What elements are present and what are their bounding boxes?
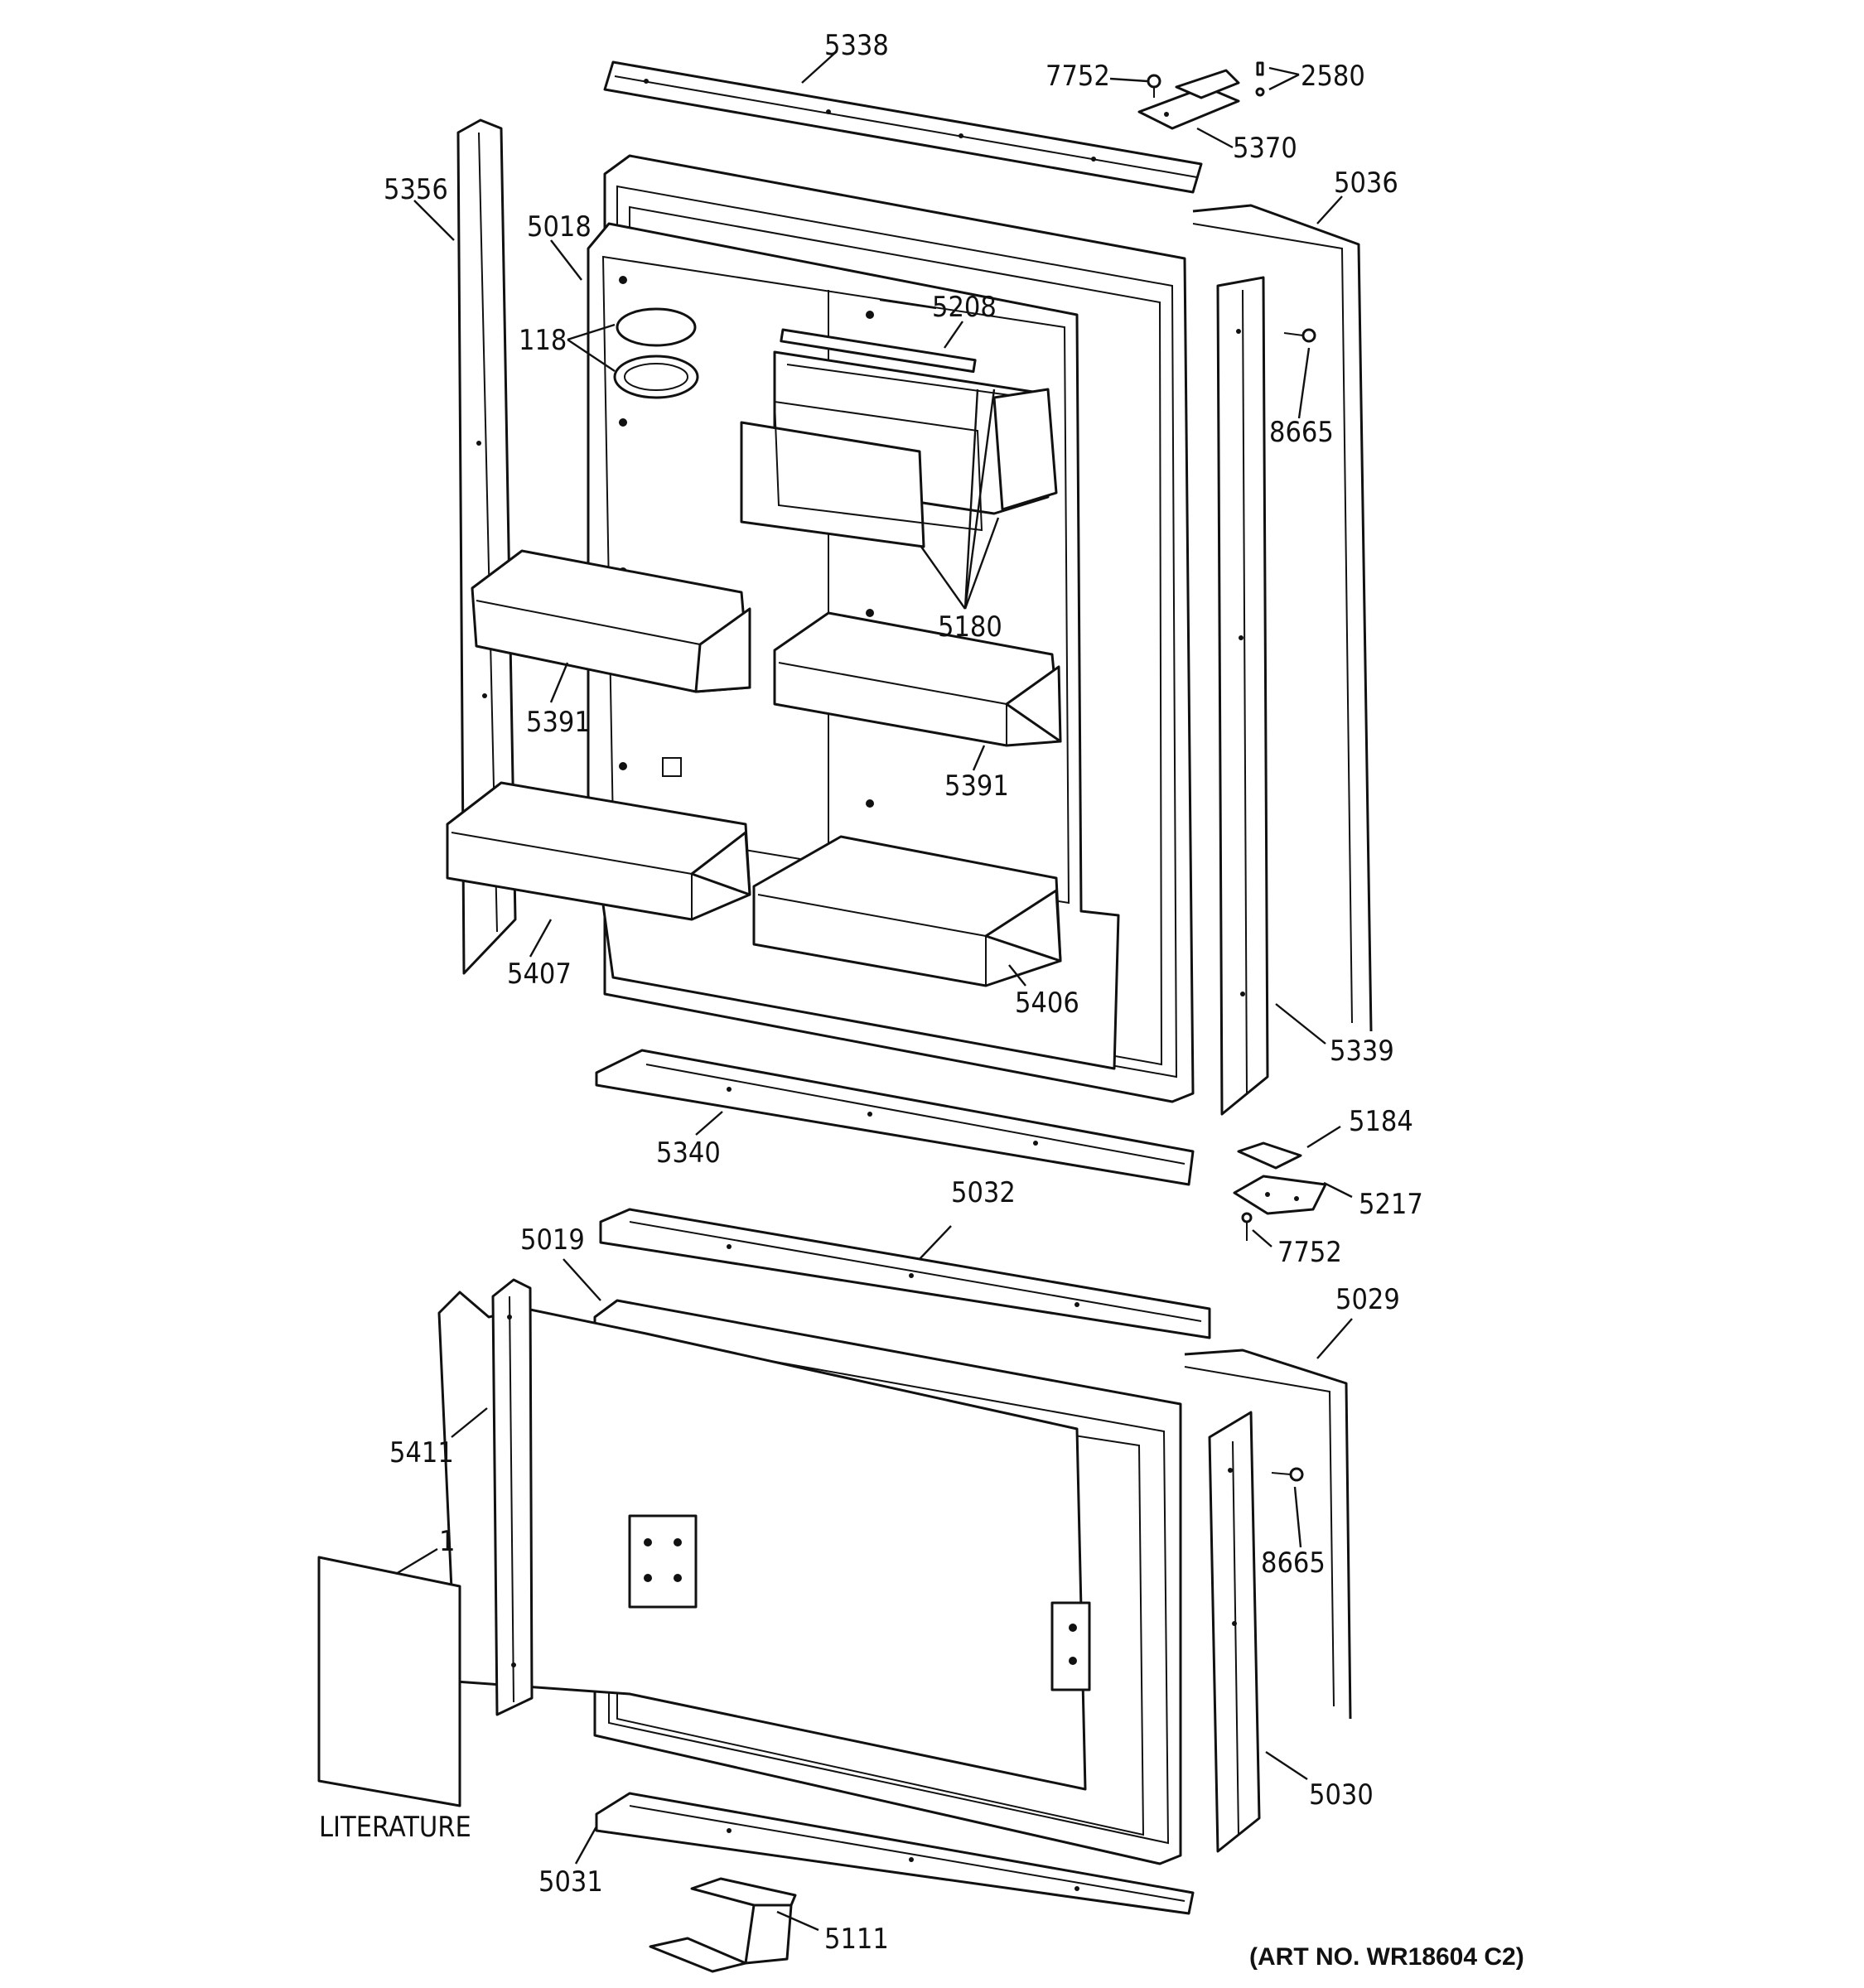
part-labels: 5338 7752 2580 5370 5356 5036 5018 5208 … [319, 29, 1524, 1971]
label-5339: 5339 [1330, 1035, 1394, 1068]
label-5208: 5208 [932, 291, 997, 324]
literature-label: LITERATURE [319, 1811, 471, 1844]
part-118-covers [613, 307, 699, 399]
part-5406-door-bin-lower-right [752, 835, 1062, 987]
part-5370-top-hinge [1137, 69, 1240, 130]
label-7752-top: 7752 [1045, 60, 1110, 93]
label-5029: 5029 [1335, 1283, 1400, 1316]
part-7752-hinge-screw-bottom [1241, 1212, 1253, 1241]
label-5340: 5340 [656, 1136, 721, 1170]
part-5111-bracket [649, 1877, 797, 1973]
part-5184-hinge-shim [1237, 1141, 1302, 1170]
label-5406: 5406 [1015, 987, 1079, 1020]
label-5217: 5217 [1359, 1188, 1423, 1221]
label-5036: 5036 [1334, 166, 1398, 200]
label-5031: 5031 [538, 1865, 603, 1899]
label-5391-right: 5391 [944, 770, 1009, 803]
part-5407-door-bin-lower-left [446, 781, 751, 921]
label-5019: 5019 [520, 1223, 585, 1257]
part-5030-drawer-right-trim [1208, 1411, 1261, 1853]
part-5180-compartment-door [740, 400, 983, 548]
part-1-literature [317, 1556, 461, 1807]
part-8665-screw-top [1283, 328, 1316, 343]
leader-lines [395, 51, 1353, 1932]
label-8665-top: 8665 [1269, 416, 1334, 449]
part-2580-hinge-pins [1255, 61, 1265, 97]
label-5030: 5030 [1309, 1778, 1374, 1812]
part-5029-drawer-gasket [1184, 1349, 1352, 1720]
label-2580: 2580 [1301, 60, 1365, 93]
label-5411: 5411 [389, 1436, 454, 1469]
label-5018: 5018 [527, 210, 592, 244]
part-5019-freezer-door-liner [437, 1291, 1182, 1865]
label-5370: 5370 [1233, 132, 1297, 165]
label-5032: 5032 [951, 1176, 1016, 1209]
part-7752-hinge-screw-top [1147, 74, 1161, 98]
part-5391-door-bin-upper-left [471, 549, 751, 693]
part-8665-screw-bottom [1271, 1467, 1304, 1482]
label-7752-bottom: 7752 [1277, 1236, 1342, 1269]
label-5180: 5180 [938, 610, 1002, 644]
part-5411-drawer-left-trim [491, 1278, 534, 1716]
label-5184: 5184 [1349, 1105, 1413, 1138]
label-5391-left: 5391 [526, 706, 591, 739]
label-5356: 5356 [384, 173, 448, 206]
part-5340-bottom-door-trim [595, 1049, 1195, 1186]
label-8665-bottom: 8665 [1261, 1546, 1326, 1580]
label-5407: 5407 [507, 958, 572, 991]
part-5391-door-bin-upper-right [773, 611, 1062, 747]
label-1: 1 [439, 1525, 455, 1558]
part-5217-lower-hinge [1233, 1175, 1327, 1215]
label-5338: 5338 [824, 29, 889, 62]
part-5339-right-door-trim [1216, 276, 1269, 1116]
label-5111: 5111 [824, 1923, 889, 1956]
art-number: (ART NO. WR18604 C2) [1249, 1943, 1524, 1971]
part-5032-drawer-top-trim [599, 1208, 1211, 1339]
part-5338-top-door-trim [603, 60, 1203, 194]
label-118: 118 [519, 324, 567, 357]
